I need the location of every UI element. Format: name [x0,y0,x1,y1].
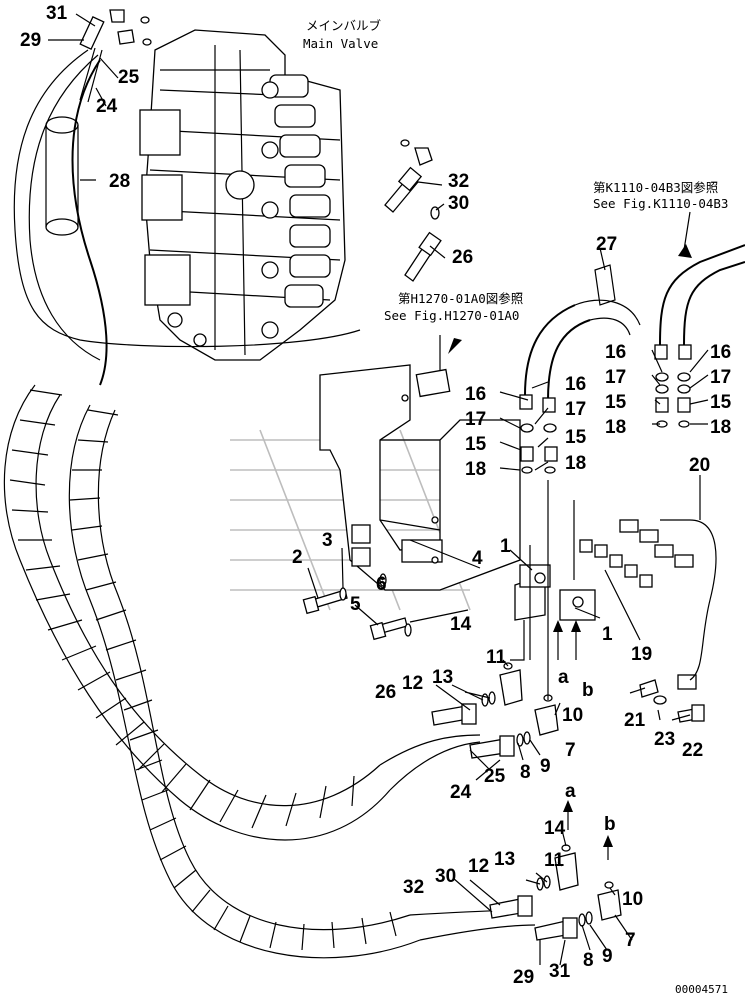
callout-26: 26 [452,247,473,268]
callout-24: 24 [96,96,118,117]
callout-27: 27 [596,234,617,255]
callout-b-2: b [604,814,616,835]
callout-14-b: 14 [544,818,566,839]
leader-lines [48,13,709,966]
solenoid-valve-block [514,519,717,690]
callout-31: 31 [46,3,68,24]
callout-18-c: 18 [605,417,626,438]
callout-16-c: 16 [605,342,626,363]
callout-30: 30 [448,193,469,214]
callout-32-b: 32 [403,877,424,898]
callout-15-c: 15 [605,392,627,413]
callout-19: 19 [631,644,652,665]
callout-31-b: 31 [549,961,571,982]
center-fittings [431,662,705,759]
callout-9-b: 9 [602,946,613,967]
callout-18-d: 18 [710,417,731,438]
callout-18-b: 18 [565,453,586,474]
callout-12-a: 12 [402,673,423,694]
upper-right-hoses [519,244,745,413]
callout-15-b: 15 [565,427,587,448]
callout-4: 4 [472,548,483,569]
footer-code: 00004571 [675,983,728,996]
callout-13-a: 13 [432,667,453,688]
flow-arrows [448,244,692,860]
callout-8-b: 8 [583,950,594,971]
callout-10-a: 10 [562,705,583,726]
callout-8-a: 8 [520,762,531,783]
callout-30-b: 30 [435,866,456,887]
callout-25: 25 [118,67,140,88]
callout-12-b: 12 [468,856,489,877]
hose-guard-coils-1 [9,389,355,829]
callout-b-1: b [582,680,594,701]
callout-2: 2 [292,547,303,568]
hose-assemblies [3,49,536,959]
ref1-label-en: See Fig.K1110-04B3 [593,196,728,211]
callout-16-a: 16 [465,384,486,405]
callout-6: 6 [376,574,387,595]
callout-15-d: 15 [710,392,732,413]
main-valve-label-en: Main Valve [303,36,378,51]
callout-23: 23 [654,729,675,750]
main-valve: メインバルブ Main Valve [139,18,382,361]
callout-3: 3 [322,530,333,551]
callout-21: 21 [624,710,646,731]
callout-16-d: 16 [710,342,731,363]
callout-10-b: 10 [622,889,643,910]
callout-28: 28 [109,171,130,192]
callout-17-b: 17 [565,399,586,420]
hose-guard-coils-2 [69,409,397,951]
ref1-label-jp: 第K1110-04B3図参照 [593,180,718,195]
main-valve-label-jp: メインバルブ [306,18,382,33]
callout-5: 5 [350,594,361,615]
callout-a-2: a [565,781,576,802]
callout-1-a: 1 [500,536,511,557]
bolts-and-washers [302,573,412,641]
valve-spools [261,74,331,339]
callout-18-a: 18 [465,459,486,480]
callout-29: 29 [20,30,41,51]
callout-15-a: 15 [465,434,487,455]
callout-numbers: 31 29 25 24 28 32 30 26 27 16 17 15 18 1… [20,3,732,988]
callout-7-b: 7 [625,930,636,951]
callout-9-a: 9 [540,756,551,777]
callout-16-b: 16 [565,374,586,395]
callout-32: 32 [448,171,469,192]
ref2-label-jp: 第H1270-01A0図参照 [398,291,523,306]
callout-22: 22 [682,740,703,761]
mounting-bracket [319,364,521,591]
callout-26-b: 26 [375,682,396,703]
callout-1-b: 1 [602,624,613,645]
callout-7-a: 7 [565,740,576,761]
callout-11-a: 11 [486,647,507,668]
ref2-label-en: See Fig.H1270-01A0 [384,308,519,323]
callout-17-a: 17 [465,409,486,430]
callout-17-d: 17 [710,367,731,388]
callout-29-b: 29 [513,967,534,988]
callout-17-c: 17 [605,367,626,388]
callout-20: 20 [689,455,710,476]
callout-14-a: 14 [450,614,472,635]
callout-24-b: 24 [450,782,472,803]
callout-11-b: 11 [544,850,565,871]
callout-13-b: 13 [494,849,515,870]
top-left-fittings [79,9,152,103]
valve-side-blocks [139,109,255,347]
upper-right-fittings [384,139,442,282]
callout-a-1: a [558,667,569,688]
callout-25-b: 25 [484,766,506,787]
orings-column [520,372,691,474]
